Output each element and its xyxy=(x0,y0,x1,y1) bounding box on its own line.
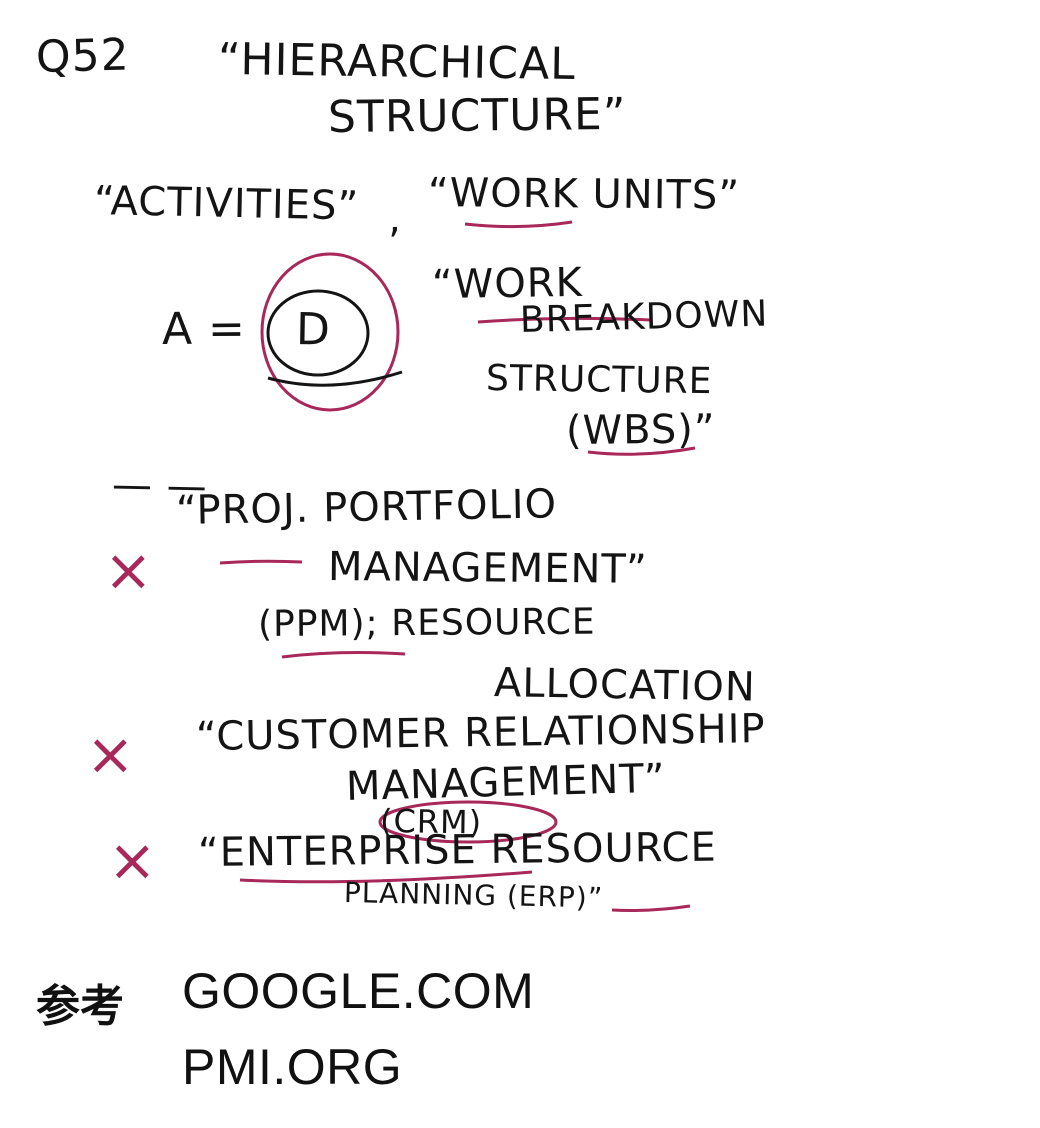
wrong-option-3-line2: PLANNING (ERP)” xyxy=(343,876,604,915)
underline-proj xyxy=(219,559,303,565)
underline-erp xyxy=(611,904,691,912)
answer-prefix: A = xyxy=(161,303,247,355)
references-label: 参考 xyxy=(36,981,124,1032)
reference-source-1[interactable]: GOOGLE.COM xyxy=(182,963,535,1019)
answer-wbs-line2: BREAKDOWN xyxy=(519,293,769,341)
keyword-separator: , xyxy=(387,195,403,242)
keyword-work-units: “WORK UNITS” xyxy=(427,170,741,219)
answer-wbs-line3: STRUCTURE xyxy=(485,358,713,403)
underline-work xyxy=(464,220,573,229)
wrong-mark-3: × xyxy=(108,826,157,894)
underline-ppm xyxy=(281,651,406,659)
keyword-activities: “ACTIVITIES” xyxy=(93,178,360,230)
wrong-option-2-line1: “CUSTOMER RELATIONSHIP xyxy=(195,706,766,760)
question-term: “HIERARCHICAL xyxy=(217,34,577,90)
wrong-mark-1: × xyxy=(104,536,153,604)
reference-source-2[interactable]: PMI.ORG xyxy=(182,1039,403,1095)
wrong-option-3-line1: “ENTERPRISE RESOURCE xyxy=(197,824,717,876)
wrong-option-1-line3: (PPM); RESOURCE xyxy=(257,601,596,645)
answer-wbs-line4: (WBS)” xyxy=(565,406,716,454)
answer-letter: D xyxy=(295,304,332,356)
wrong-mark-2: × xyxy=(86,720,135,788)
question-term-continued: STRUCTURE” xyxy=(327,88,627,143)
question-number: Q52 xyxy=(35,29,131,83)
wrong-option-1-line4: ALLOCATION xyxy=(493,660,757,711)
wrong-option-1-line2: MANAGEMENT” xyxy=(327,544,648,593)
answer-underline xyxy=(267,370,403,387)
wrong-option-1-line1: “PROJ. PORTFOLIO xyxy=(175,481,558,534)
